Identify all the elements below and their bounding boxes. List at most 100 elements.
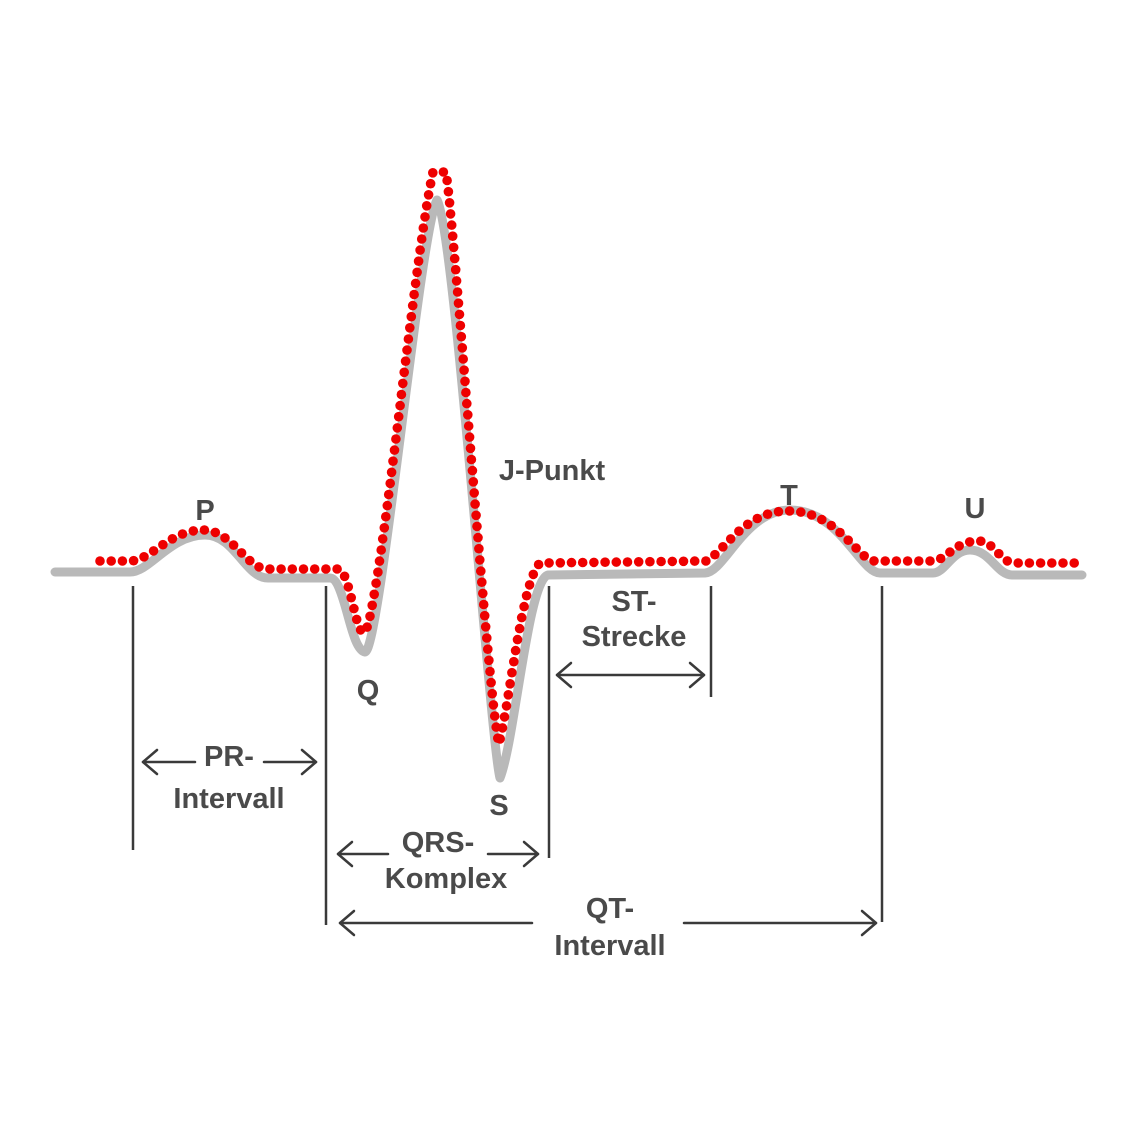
ecg-dot xyxy=(381,511,391,522)
ecg-dot xyxy=(388,456,398,467)
ecg-dot xyxy=(742,519,753,530)
ecg-dot xyxy=(377,534,388,544)
ecg-dot xyxy=(566,557,577,568)
ecg-dot xyxy=(413,256,424,267)
ecg-dot xyxy=(438,167,449,177)
ecg-dot xyxy=(332,564,342,574)
ecg-dot xyxy=(362,622,372,632)
ecg-dot xyxy=(265,564,275,574)
ecg-dot xyxy=(478,599,489,610)
ecg-dot xyxy=(389,445,400,455)
ecg-dot xyxy=(421,201,432,211)
ecg-dot xyxy=(459,365,469,376)
ecg-dot xyxy=(466,454,477,465)
ecg-dot xyxy=(533,559,544,570)
ecg-dot xyxy=(445,209,456,219)
ecg-dot xyxy=(817,514,827,525)
ecg-dot xyxy=(773,506,784,517)
ecg-dot xyxy=(467,465,478,476)
ecg-dot xyxy=(407,300,418,311)
ecg-dot xyxy=(784,506,795,516)
ecg-dot xyxy=(228,540,239,550)
ecg-dot xyxy=(902,556,913,566)
ecg-dot xyxy=(499,712,510,722)
ecg-dot xyxy=(473,532,483,543)
ecg-dot xyxy=(678,556,689,567)
ecg-dot xyxy=(495,734,506,744)
ecg-dot xyxy=(516,612,527,623)
ecg-dot xyxy=(510,645,521,656)
ecg-dot xyxy=(177,529,188,539)
pr-arrow xyxy=(141,748,318,776)
ecg-dot xyxy=(667,556,678,567)
ecg-dot xyxy=(468,477,479,487)
ecg-dot xyxy=(412,267,422,278)
ecg-dot xyxy=(167,534,178,544)
ecg-dot xyxy=(453,298,464,309)
ecg-dot xyxy=(457,343,468,353)
ecg-dot xyxy=(521,590,532,601)
ecg-dot xyxy=(321,564,331,574)
ecg-dot xyxy=(416,234,427,244)
ecg-dot xyxy=(470,499,480,509)
ecg-dot xyxy=(497,723,508,733)
ecg-dot xyxy=(471,510,481,521)
ecg-dot xyxy=(420,212,430,222)
ecg-dot xyxy=(512,634,523,645)
ecg-dot xyxy=(298,564,309,574)
u-wave-label: U xyxy=(965,493,986,525)
ecg-dot xyxy=(463,410,473,420)
ecg-dot xyxy=(476,566,486,576)
ecg-dot xyxy=(428,168,438,178)
ecg-dot xyxy=(1047,558,1057,568)
q-wave-label: Q xyxy=(357,675,380,707)
ecg-dot xyxy=(449,253,460,264)
ecg-dot xyxy=(447,231,458,241)
ecg-dot xyxy=(633,557,644,567)
ecg-dot xyxy=(796,507,806,517)
ecg-dot xyxy=(478,588,488,599)
ecg-dot xyxy=(382,500,393,511)
ecg-dot xyxy=(528,569,539,580)
ecg-dot xyxy=(488,700,499,710)
ecg-dot xyxy=(826,520,837,531)
ecg-dot xyxy=(458,354,469,364)
ecg-dot xyxy=(645,556,655,567)
ecg-dot xyxy=(452,287,463,297)
ecg-dot xyxy=(398,378,408,389)
ecg-dot xyxy=(475,555,485,565)
qrs-complex-label-line2: Komplex xyxy=(385,863,507,895)
ecg-dot xyxy=(448,242,459,253)
ecg-dot xyxy=(139,552,149,562)
ecg-dot xyxy=(869,556,879,566)
ecg-dot xyxy=(199,525,210,535)
ecg-dot xyxy=(376,545,387,555)
ecg-dot xyxy=(117,556,128,566)
ecg-dot xyxy=(880,556,890,566)
ecg-dot xyxy=(393,411,404,422)
ecg-dot xyxy=(400,356,411,367)
ecg-dot xyxy=(415,245,425,255)
ecg-dot xyxy=(254,562,264,572)
ecg-dot xyxy=(220,533,230,543)
ecg-dot xyxy=(472,521,482,532)
ecg-dot xyxy=(503,690,514,700)
ecg-dot xyxy=(442,175,452,186)
ecg-dot xyxy=(486,677,496,688)
ecg-dot xyxy=(148,546,159,556)
ecg-dot xyxy=(446,220,457,230)
ecg-dot xyxy=(509,656,519,667)
ecg-dot xyxy=(1024,558,1035,568)
ecg-dot xyxy=(483,644,493,654)
ecg-dot xyxy=(351,614,362,625)
st-segment-label-line1: ST- xyxy=(611,586,656,618)
st-segment-label-line2: Strecke xyxy=(582,621,687,653)
ecg-dot xyxy=(462,398,472,409)
ecg-dot xyxy=(954,541,964,551)
ecg-dot xyxy=(386,467,397,478)
ecg-dot-overlay xyxy=(95,167,1079,744)
ecg-dot xyxy=(611,557,622,567)
ecg-dot xyxy=(236,548,247,558)
ecg-dot xyxy=(461,387,471,398)
